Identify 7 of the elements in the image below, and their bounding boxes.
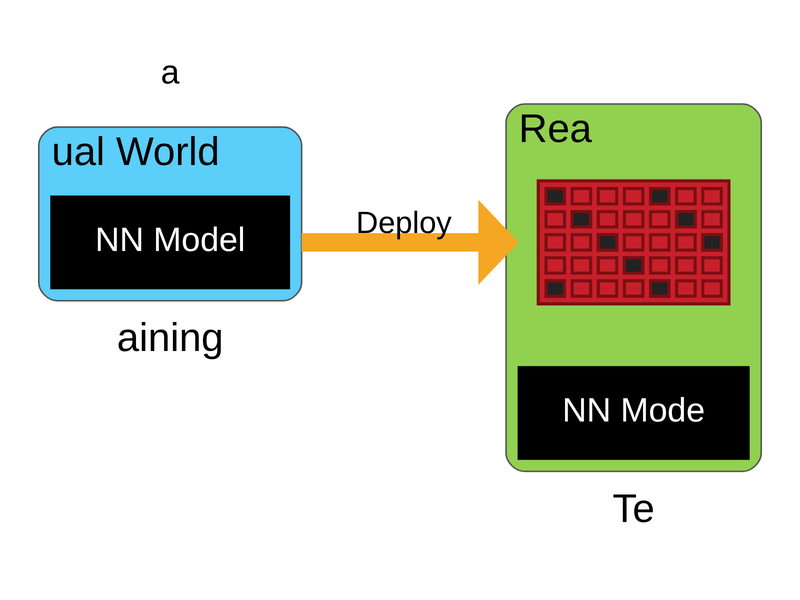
node-label: Te [612, 486, 655, 531]
node-label: aining [116, 316, 224, 360]
node-box: NN Model [50, 195, 290, 290]
node-box: NN Mode [518, 366, 750, 460]
arrow [302, 200, 519, 285]
edge-label: Deploy [356, 205, 452, 240]
label: a [160, 53, 180, 92]
